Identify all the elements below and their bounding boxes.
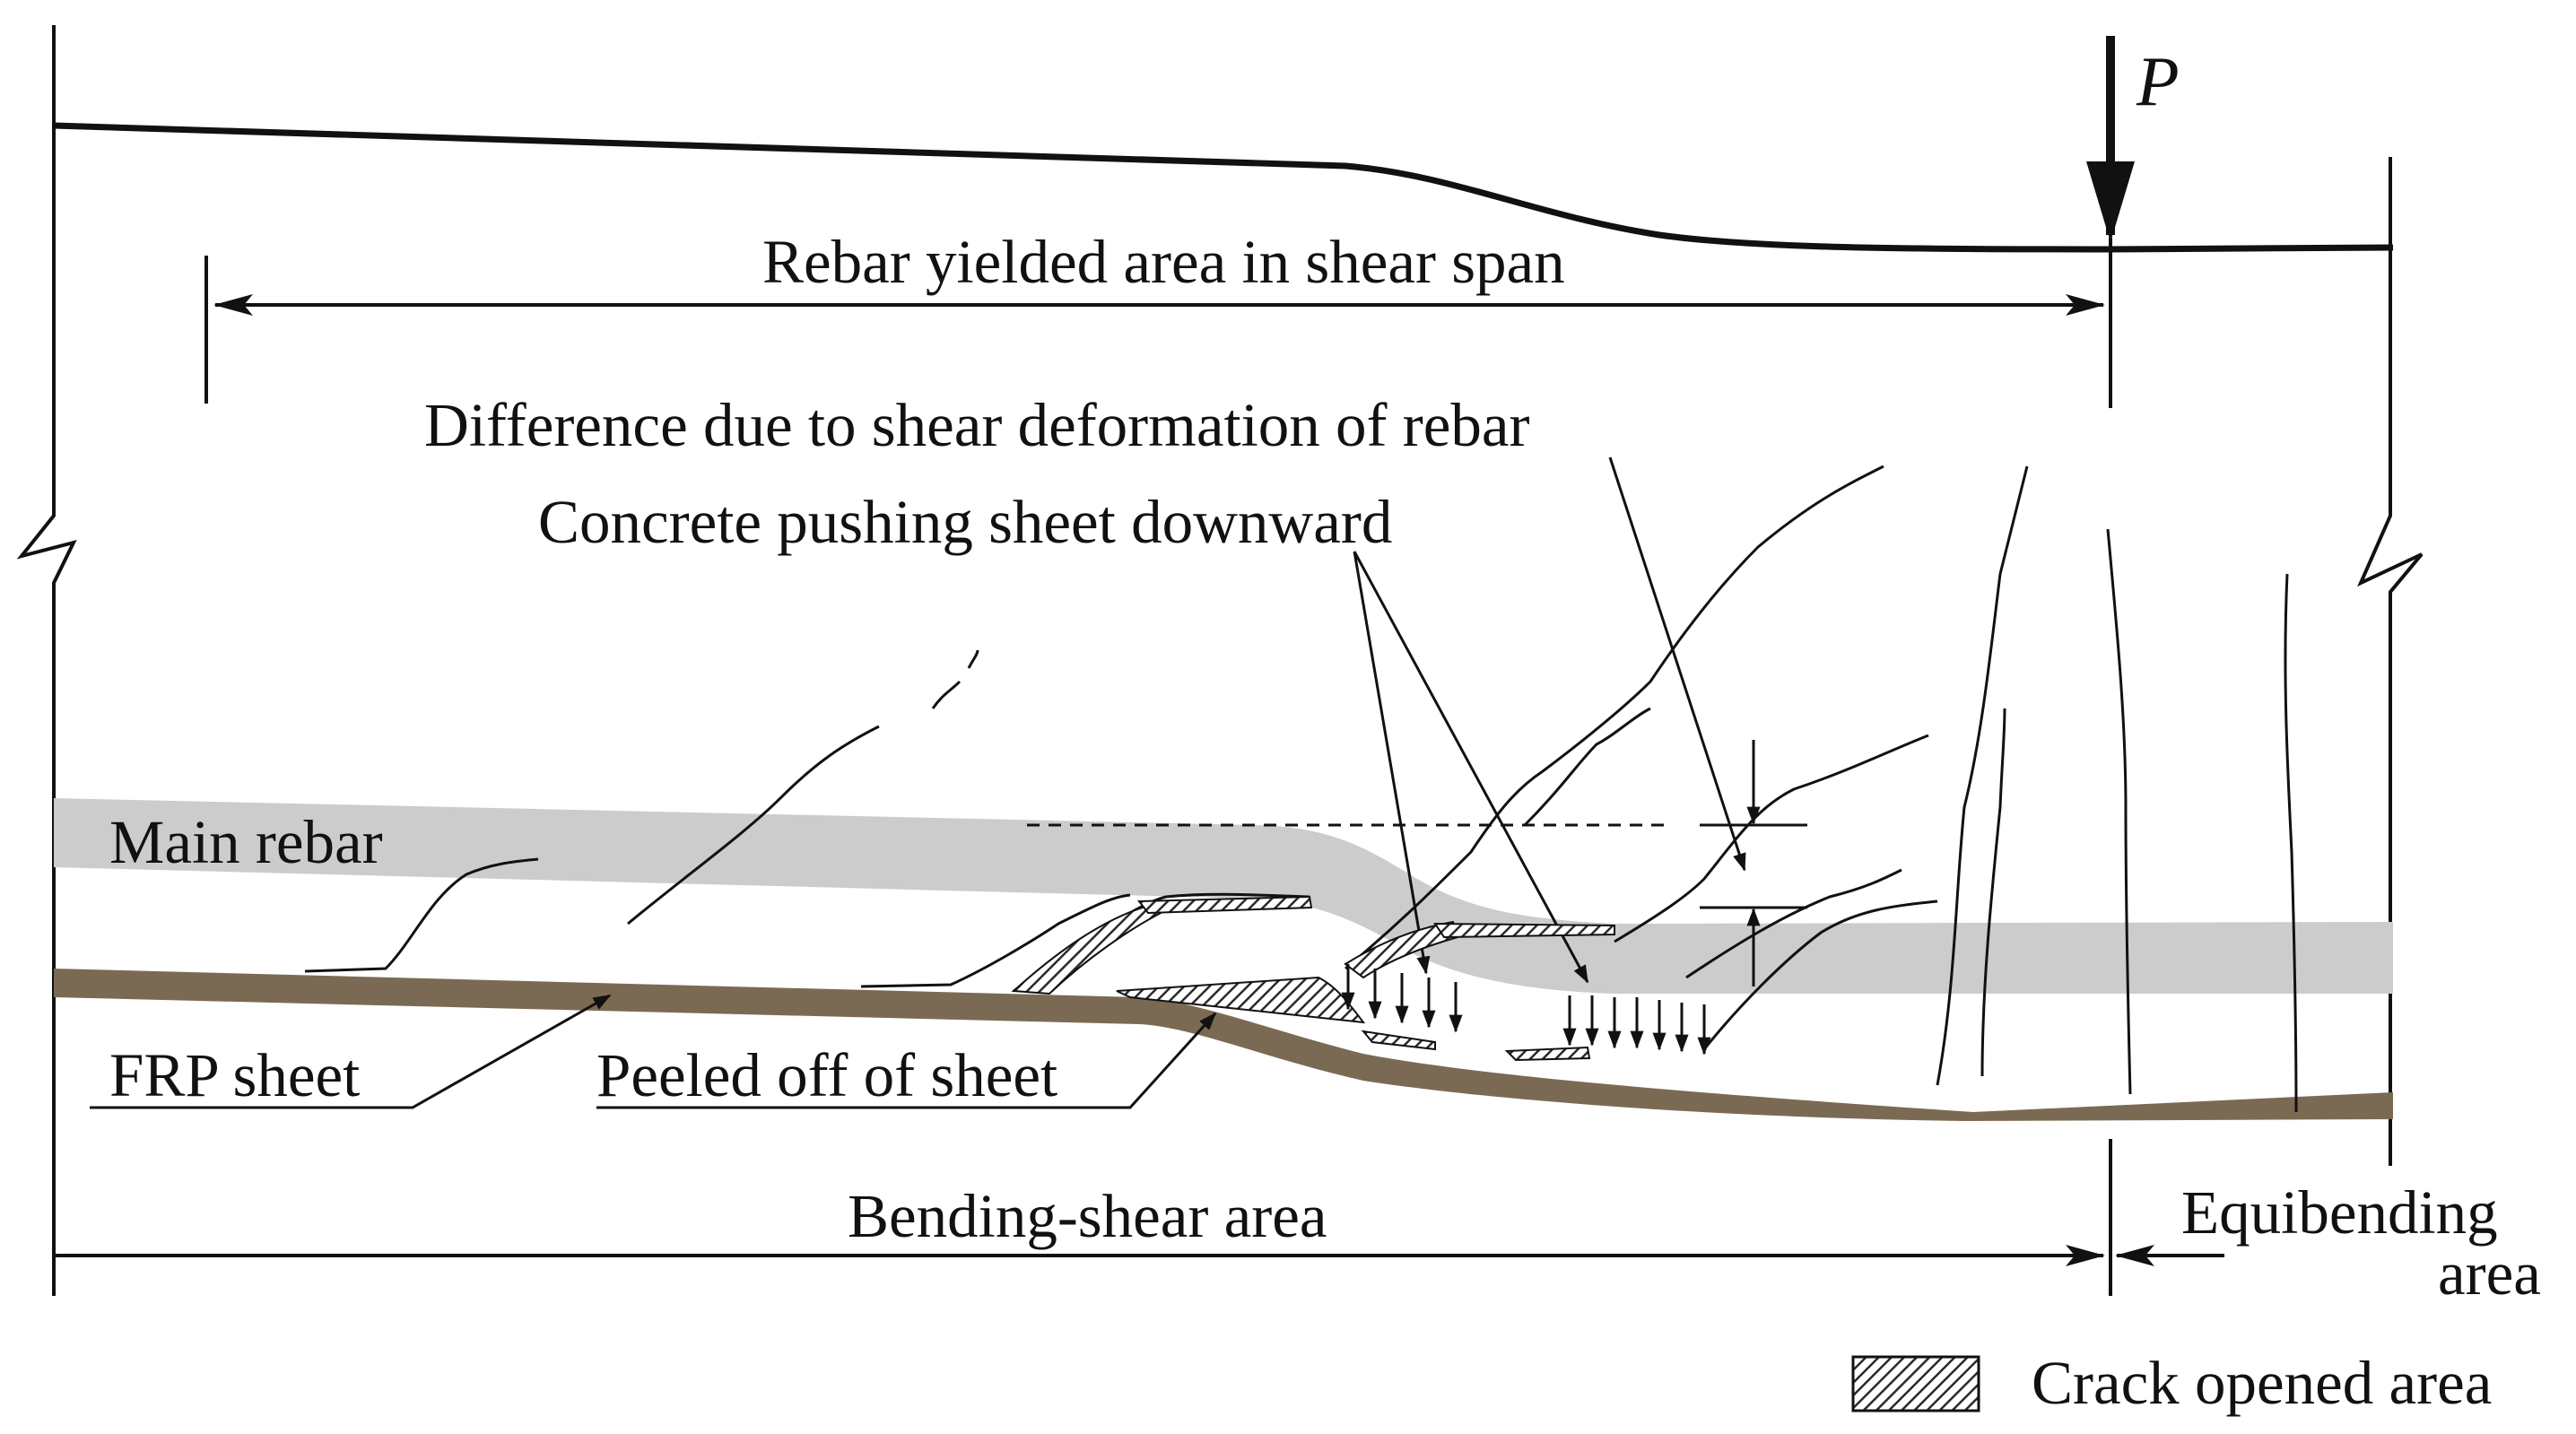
cracks [304, 465, 2298, 1113]
bending-shear-label: Bending-shear area [848, 1182, 1327, 1250]
concrete-pushing-label: Concrete pushing sheet downward [538, 488, 1393, 556]
rebar-yielded-label: Rebar yielded area in shear span [762, 228, 1565, 296]
legend-swatch-crack [1851, 1355, 1980, 1412]
push-arrows-group-1 [1341, 964, 1463, 1033]
load-label: P [2137, 42, 2180, 120]
frp-sheet-leader [90, 994, 612, 1109]
right-boundary [2357, 157, 2424, 1166]
equibending-label-line2: area [2438, 1239, 2541, 1308]
peeled-off-label: Peeled off of sheet [596, 1041, 1058, 1109]
legend-crack-opened-label: Crack opened area [2032, 1349, 2493, 1417]
main-rebar-label: Main rebar [109, 808, 383, 876]
frp-sheet-band [54, 969, 2393, 1121]
frp-sheet-label: FRP sheet [109, 1041, 361, 1109]
beam-top-edge [53, 122, 2394, 253]
main-rebar-band [54, 798, 2393, 994]
left-boundary [16, 25, 77, 1296]
difference-label: Difference due to shear deformation of r… [424, 391, 1530, 459]
equibending-label-line1: Equibending [2181, 1178, 2498, 1247]
push-arrows-group-2 [1562, 995, 1711, 1056]
peeled-off-leader [596, 1012, 1217, 1109]
